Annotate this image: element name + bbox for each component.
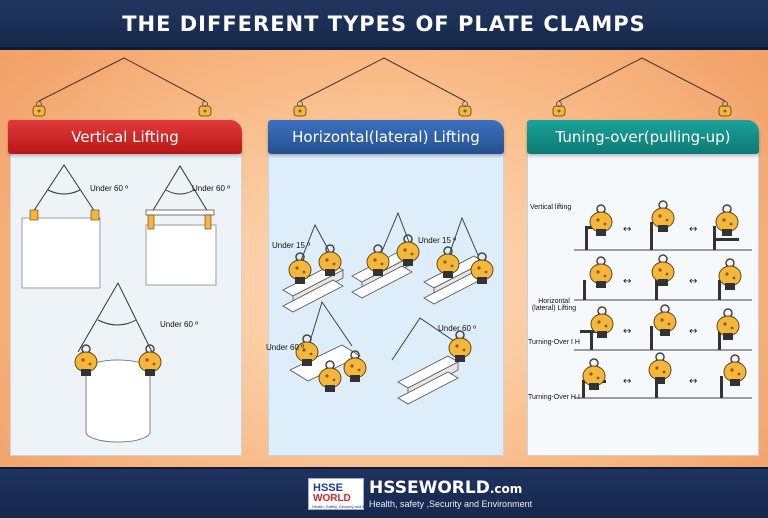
header-banner: THE DIFFERENT TYPES OF PLATE CLAMPS [0,0,768,50]
angle-label: Under 60 º [438,324,477,333]
arrow-icon: ↔ [623,326,631,337]
angle-label: Under 60 º [160,320,199,329]
row-label: Turning-Over H Ⅰ [528,394,580,401]
horizontal-lifting-panel [268,150,504,456]
clamp-icon [458,101,472,117]
clamp-icon [198,101,212,117]
hsseworld-logo[interactable]: HSSE WORLD Health, Safety, Security and … [308,478,385,510]
angle-label: Under 60 º [90,184,129,193]
clamp-icon [723,354,747,387]
arrow-icon: ↔ [623,224,631,235]
vertical-lifting-title: Vertical Lifting [8,120,242,154]
arrow-icon: ↔ [689,326,697,337]
angle-label: Under 15 º [418,236,457,245]
footer-bar [0,467,768,518]
logo-text-hsse: HSSE [313,482,343,494]
clamp-icon [589,256,613,289]
logo-text-world: WORLD [313,493,351,504]
arrow-icon: ↔ [623,376,631,387]
logo-small-text: Health, Safety, Security and Environment [312,504,385,509]
arrow-icon: ↔ [689,376,697,387]
page-title: THE DIFFERENT TYPES OF PLATE CLAMPS [122,11,646,36]
clamp-icon [715,204,739,237]
arrow-icon: ↔ [689,224,697,235]
row-label: Horizontal (lateral) Lifting [531,298,577,312]
clamp-icon [648,352,672,385]
clamp-icon [718,101,732,117]
clamp-icon [32,101,46,117]
clamp-icon [293,101,307,117]
clamp-icon [653,304,677,337]
clamp-icon [590,306,614,339]
angle-label: Under 60 º [192,184,231,193]
arrow-icon: ↔ [689,276,697,287]
clamp-icon [651,200,675,233]
row-label: Turning-Over Ⅰ H [528,339,580,346]
brand-text: HSSEWORLD [369,478,490,498]
row-label: Vertical lifting [530,204,572,211]
clamp-icon [589,204,613,237]
tagline: Health, safety ,Security and Environment [369,499,533,509]
angle-label: Under 15 º [272,241,311,250]
brand-name[interactable]: HSSEWORLD.com [369,478,522,498]
horizontal-lifting-title: Horizontal(lateral) Lifting [268,120,504,154]
arrow-icon: ↔ [623,276,631,287]
brand-suffix: .com [489,482,523,496]
clamp-icon [718,258,742,291]
turning-over-panel [527,150,759,456]
clamp-icon [448,330,472,363]
clamp-icon [552,101,566,117]
clamp-icon [582,358,606,391]
angle-label: Under 60 º [266,343,305,352]
turning-over-title: Tuning-over(pulling-up) [527,120,759,154]
